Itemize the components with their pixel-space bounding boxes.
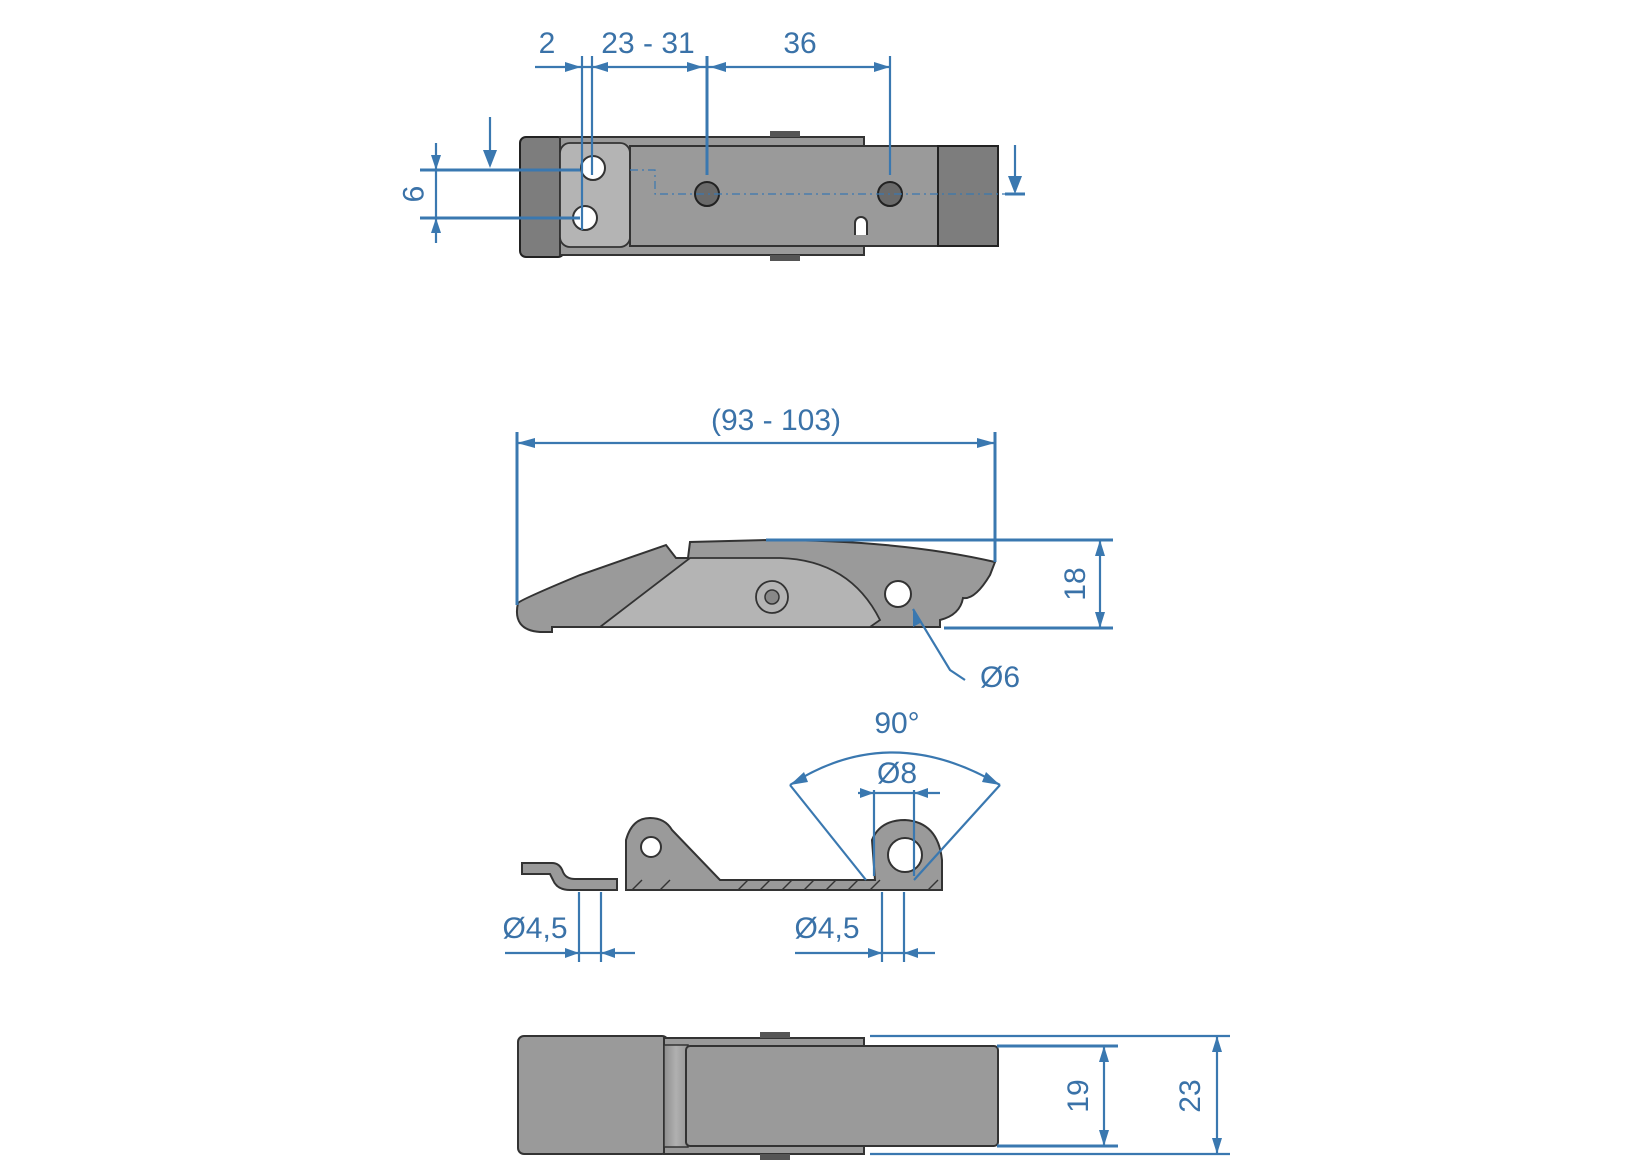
- latch-lever-side: [597, 557, 882, 628]
- pivot-pin-bottom: [770, 255, 800, 261]
- catch-hook-section: [521, 862, 618, 891]
- latch-lever: [629, 145, 996, 247]
- section-hatching: [631, 879, 939, 891]
- dim-label-hole-4-5-left: Ø4,5: [502, 912, 567, 945]
- dim-label-23: 23: [1174, 1079, 1207, 1112]
- dim-label-36: 36: [783, 27, 816, 60]
- dim-label-23-31: 23 - 31: [601, 27, 694, 60]
- dim-label-19: 19: [1062, 1079, 1095, 1112]
- hinge-knuckle: [663, 1044, 689, 1148]
- dim-label-18: 18: [1059, 567, 1092, 600]
- catch-section-view: 90° Ø8 Ø4,5 Ø4,5: [502, 707, 1001, 962]
- dim-label-hole-4-5-right: Ø4,5: [794, 912, 859, 945]
- dim-label-90deg: 90°: [874, 707, 919, 740]
- pivot-pin-top: [770, 131, 800, 137]
- dim-label-hole-6: Ø6: [980, 661, 1020, 694]
- catch-eye-hole: [887, 837, 923, 873]
- top-view: 2 23 - 31 36 9: [396, 27, 1025, 261]
- slot: [854, 216, 868, 235]
- latch-end-cap: [519, 136, 565, 258]
- catch-plate-hole: [640, 836, 662, 858]
- dim-label-9: 9: [396, 186, 429, 203]
- side-view: (93 - 103) 18 Ø6: [515, 404, 1113, 694]
- dim-label-eye-8: Ø8: [877, 757, 917, 790]
- latch-lever-bottom: [685, 1045, 999, 1147]
- latch-base-bottom: [517, 1035, 669, 1155]
- rivet-centre: [764, 589, 780, 605]
- dim-label-overall-length: (93 - 103): [711, 404, 841, 437]
- dim-label-2: 2: [539, 27, 556, 60]
- hole-6mm: [884, 580, 912, 608]
- pivot-pin-top: [760, 1032, 790, 1038]
- bottom-view: 19 23: [517, 1032, 1230, 1160]
- pivot-pin-bottom: [760, 1154, 790, 1160]
- latch-lever-tip: [937, 145, 999, 247]
